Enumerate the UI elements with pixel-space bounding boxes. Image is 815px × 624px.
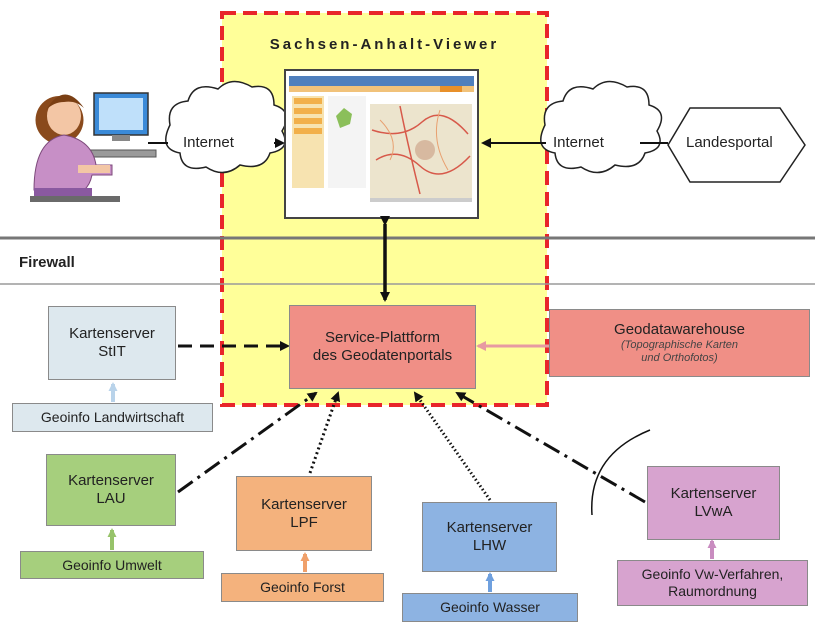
lvwa-curve — [591, 429, 651, 516]
server-stit-line2: StIT — [98, 343, 126, 360]
geodatawarehouse-title: Geodatawarehouse — [614, 320, 745, 338]
server-lhw-box: Kartenserver LHW — [422, 502, 557, 572]
service-platform-line2: des Geodatenportals — [312, 347, 453, 364]
info-lhw-label: Geoinfo Wasser — [440, 599, 540, 616]
server-lau-line1: Kartenserver — [68, 472, 154, 489]
landesportal-label: Landesportal — [686, 134, 773, 151]
viewer-screenshot — [284, 69, 479, 219]
server-stit-line1: Kartenserver — [69, 325, 155, 342]
info-lvwa-box: Geoinfo Vw-Verfahren, Raumordnung — [617, 560, 808, 606]
lau-to-service-arrow — [177, 391, 318, 494]
internet-cloud-left — [165, 80, 288, 174]
info-lhw-box: Geoinfo Wasser — [402, 593, 578, 622]
info-lau-label: Geoinfo Umwelt — [62, 556, 162, 573]
server-lvwa-line1: Kartenserver — [670, 485, 757, 502]
viewer-title: Sachsen-Anhalt-Viewer — [269, 36, 500, 53]
server-stit-box: Kartenserver StIT — [48, 306, 176, 380]
lhw-to-service-arrow — [413, 391, 492, 501]
server-lpf-box: Kartenserver LPF — [236, 476, 372, 551]
server-lau-line2: LAU — [96, 490, 126, 507]
info-lau-box: Geoinfo Umwelt — [20, 551, 204, 579]
server-lhw-line2: LHW — [472, 537, 507, 554]
service-platform-box: Service-Plattform des Geodatenportals — [289, 305, 476, 389]
lpf-to-service-arrow — [308, 391, 341, 474]
server-lvwa-line2: LVwA — [694, 503, 733, 520]
internet-cloud-right — [540, 80, 663, 174]
firewall-label: Firewall — [19, 254, 75, 271]
server-lhw-line1: Kartenserver — [446, 519, 533, 536]
server-lpf-line2: LPF — [290, 513, 318, 531]
info-stit-box: Geoinfo Landwirtschaft — [12, 403, 213, 432]
info-stit-label: Geoinfo Landwirtschaft — [40, 409, 185, 426]
info-lpf-box: Geoinfo Forst — [221, 573, 384, 602]
user-computer-icon — [30, 92, 157, 202]
server-lau-box: Kartenserver LAU — [46, 454, 176, 526]
info-lvwa-line2: Raumordnung — [668, 583, 757, 599]
internet-label-left: Internet — [183, 134, 234, 151]
server-lpf-line1: Kartenserver — [261, 495, 347, 513]
internet-label-right: Internet — [553, 134, 604, 151]
info-lpf-label: Geoinfo Forst — [260, 579, 345, 596]
landesportal-hexagon — [667, 107, 806, 183]
geodatawarehouse-box: Geodatawarehouse (Topographische Karten … — [549, 309, 810, 377]
geodatawarehouse-sub1: (Topographische Karten — [620, 338, 738, 351]
server-lvwa-box: Kartenserver LVwA — [647, 466, 780, 540]
geodatawarehouse-sub2: und Orthofotos) — [641, 352, 718, 364]
service-platform-line1: Service-Plattform — [324, 329, 441, 346]
info-lvwa-line1: Geoinfo Vw-Verfahren, — [641, 566, 784, 583]
lvwa-to-service-arrow — [455, 391, 646, 504]
